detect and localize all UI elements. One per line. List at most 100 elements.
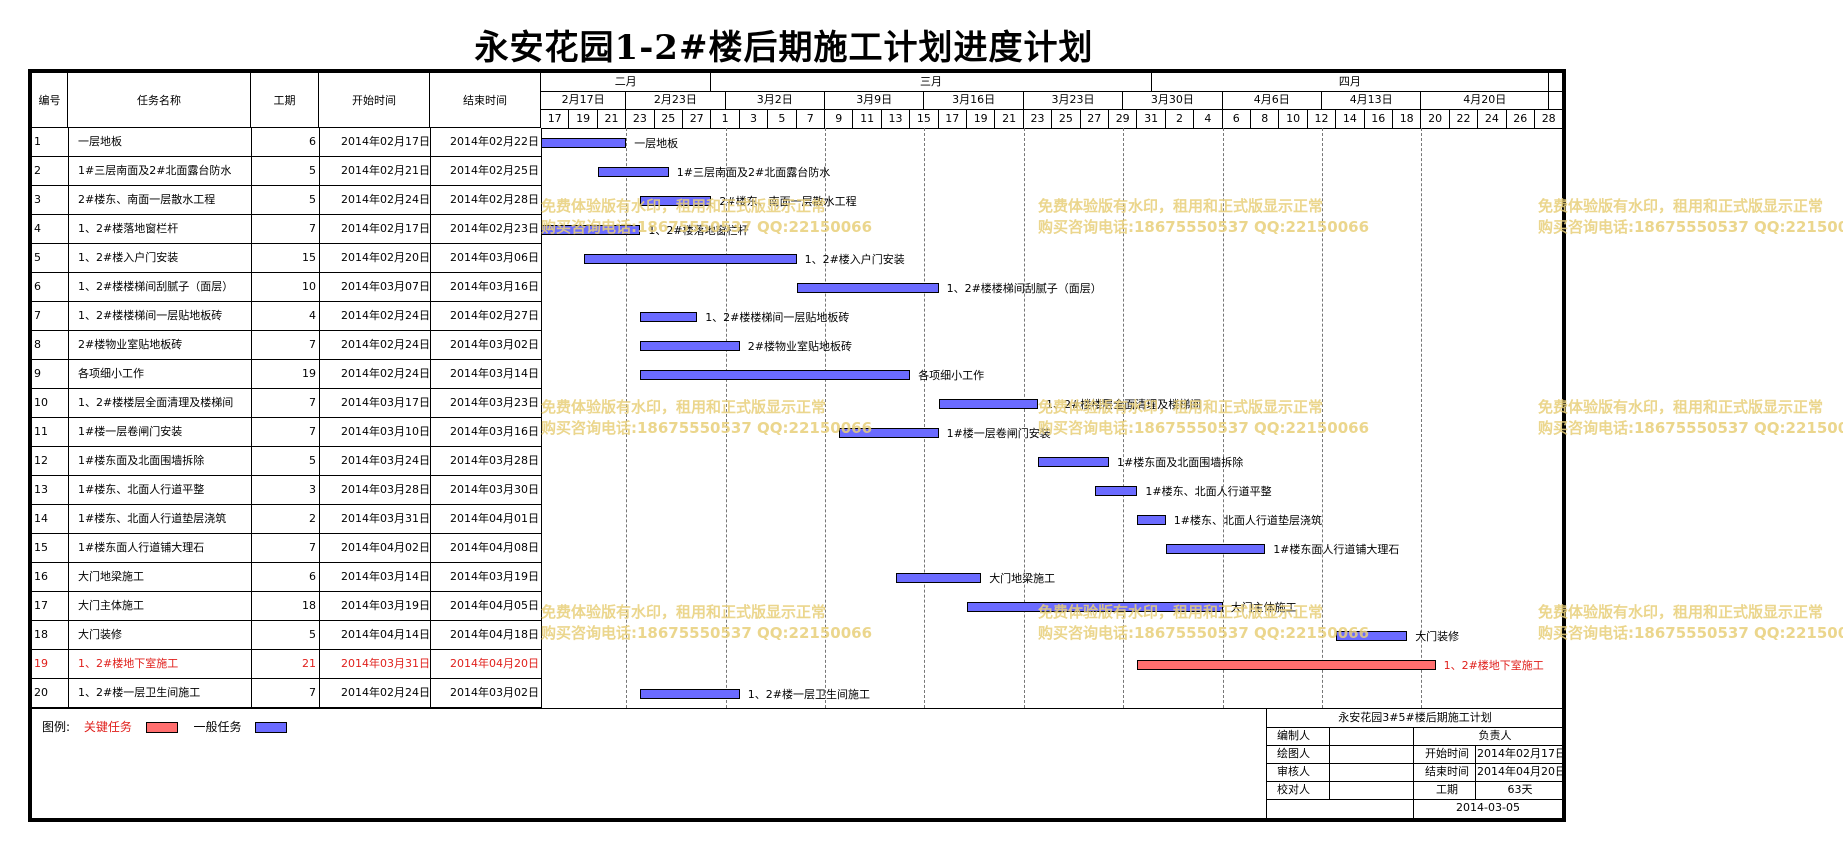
- task-end: 2014年02月27日: [450, 309, 539, 322]
- week-gridline: [1421, 128, 1423, 708]
- task-duration: 5: [309, 454, 316, 467]
- row-separator: [32, 649, 541, 650]
- task-duration: 15: [302, 251, 316, 264]
- row-separator: [32, 446, 541, 447]
- day-tick-label: 21: [995, 109, 1024, 128]
- task-duration: 5: [309, 193, 316, 206]
- task-bar: [640, 370, 911, 380]
- task-end: 2014年03月28日: [450, 454, 539, 467]
- bar-label: 1#楼东、北面人行道平整: [1145, 485, 1272, 498]
- tb-line: [1267, 781, 1563, 782]
- day-tick-label: 9: [825, 109, 854, 128]
- bar-label: 1#三层南面及2#北面露台防水: [676, 166, 831, 179]
- week-label: 3月16日: [924, 91, 1024, 109]
- day-tick-label: 21: [598, 109, 627, 128]
- bar-label: 1、2#楼楼梯间一层贴地板砖: [705, 311, 850, 324]
- editor-label: 编制人: [1277, 729, 1310, 742]
- header-end: 结束时间: [430, 73, 541, 128]
- task-end: 2014年03月16日: [450, 280, 539, 293]
- task-name: 1#三层南面及2#北面露台防水: [78, 164, 232, 177]
- task-start: 2014年03月17日: [341, 396, 430, 409]
- task-name: 一层地板: [78, 135, 122, 148]
- day-tick-label: 19: [967, 109, 996, 128]
- end-value: 2014年04月20日: [1477, 765, 1566, 778]
- bar-label: 大门主体施工: [1230, 601, 1297, 614]
- row-separator: [32, 678, 541, 679]
- day-tick-label: 8: [1251, 109, 1280, 128]
- task-id: 16: [34, 570, 48, 583]
- month-label: 二月: [541, 73, 712, 91]
- duration-value: 63天: [1507, 783, 1533, 796]
- row-separator: [32, 562, 541, 563]
- task-id: 3: [34, 193, 41, 206]
- day-tick-label: 7: [797, 109, 825, 128]
- task-start: 2014年03月19日: [341, 599, 430, 612]
- row-separator: [32, 388, 541, 389]
- column-line: [541, 128, 542, 708]
- day-tick-label: 10: [1279, 109, 1308, 128]
- task-duration: 7: [309, 338, 316, 351]
- task-id: 7: [34, 309, 41, 322]
- task-id: 15: [34, 541, 48, 554]
- gantt-frame: [28, 69, 1566, 822]
- task-start: 2014年03月31日: [341, 512, 430, 525]
- week-gridline: [725, 128, 727, 708]
- task-start: 2014年02月24日: [341, 338, 430, 351]
- week-label: 3月2日: [726, 91, 825, 109]
- task-bar: [1137, 515, 1166, 525]
- task-duration: 6: [309, 570, 316, 583]
- task-id: 10: [34, 396, 48, 409]
- task-end: 2014年04月18日: [450, 628, 539, 641]
- task-end: 2014年04月08日: [450, 541, 539, 554]
- week-gridline: [626, 128, 628, 708]
- day-tick-label: 15: [910, 109, 939, 128]
- day-tick-label: 23: [1024, 109, 1053, 128]
- row-separator: [32, 214, 541, 215]
- day-tick-label: 6: [1223, 109, 1251, 128]
- day-tick-label: 25: [655, 109, 683, 128]
- row-separator: [32, 243, 541, 244]
- day-tick-label: 26: [1507, 109, 1535, 128]
- task-duration: 3: [309, 483, 316, 496]
- task-bar: [541, 225, 641, 235]
- task-end: 2014年03月06日: [450, 251, 539, 264]
- bar-label: 一层地板: [634, 137, 679, 150]
- legend: 图例: 关键任务 一般任务: [42, 717, 288, 737]
- day-tick-label: 12: [1308, 109, 1337, 128]
- day-tick-label: 24: [1478, 109, 1507, 128]
- week-label: 4月6日: [1223, 91, 1322, 109]
- task-bar: [640, 341, 740, 351]
- task-bar: [796, 283, 939, 293]
- task-id: 17: [34, 599, 48, 612]
- task-id: 1: [34, 135, 41, 148]
- task-duration: 5: [309, 628, 316, 641]
- owner-label: 负责人: [1478, 729, 1512, 742]
- day-tick-label: 28: [1535, 109, 1564, 128]
- task-duration: 2: [309, 512, 316, 525]
- legend-critical-label: 关键任务: [83, 720, 132, 734]
- drawer-label: 绘图人: [1277, 747, 1310, 760]
- task-end: 2014年03月16日: [450, 425, 539, 438]
- tb-line: [1267, 745, 1563, 746]
- bar-label: 1#楼一层卷闸门安装: [946, 427, 1051, 440]
- task-start: 2014年02月20日: [341, 251, 430, 264]
- task-name: 大门装修: [78, 628, 122, 641]
- day-tick-label: 17: [939, 109, 967, 128]
- task-bar: [541, 138, 627, 148]
- row-separator: [32, 417, 541, 418]
- critical-task-bar: [1137, 660, 1436, 670]
- task-bar: [896, 573, 982, 583]
- bar-label: 1、2#楼楼层全面清理及楼梯间: [1046, 398, 1202, 411]
- task-start: 2014年02月17日: [341, 222, 430, 235]
- month-row: 二月三月四月: [541, 73, 1562, 92]
- task-bar: [1336, 631, 1408, 641]
- week-gridline: [1222, 128, 1224, 708]
- task-duration: 4: [309, 309, 316, 322]
- task-bar: [967, 602, 1223, 612]
- task-name: 2#楼东、南面一层散水工程: [78, 193, 216, 206]
- week-label: 2月17日: [541, 91, 627, 109]
- task-id: 18: [34, 628, 48, 641]
- row-separator: [32, 156, 541, 157]
- task-duration: 7: [309, 541, 316, 554]
- legend-label: 图例:: [42, 720, 71, 734]
